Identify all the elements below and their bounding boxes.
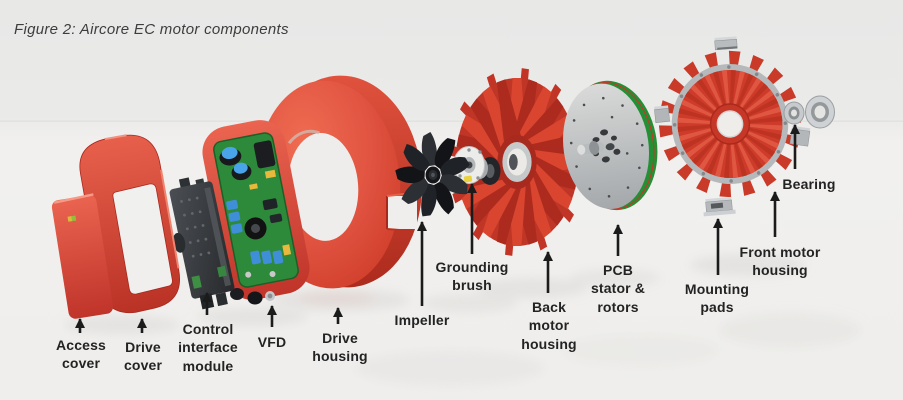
annotation-arrows — [75, 124, 800, 333]
front-motor-housing-part — [658, 50, 802, 198]
access-cover-part — [51, 193, 114, 319]
figure-caption: Figure 2: Aircore EC motor components — [14, 21, 289, 38]
back-motor-housing-part — [448, 68, 586, 256]
bearing-part — [783, 95, 835, 129]
control-interface-module-part — [169, 177, 235, 310]
label-impeller: Impeller — [394, 312, 450, 328]
backdrop-horizon-line — [0, 120, 903, 122]
pcb-stator-rotors-part — [563, 80, 658, 211]
label-access-cover: Access cover — [56, 337, 106, 372]
label-control-interface-module: Control interface module — [178, 321, 238, 374]
label-vfd: VFD — [257, 334, 287, 350]
label-back-motor-housing: Back motor housing — [521, 299, 577, 352]
label-drive-cover: Drive cover — [123, 339, 163, 374]
impeller-part — [393, 132, 472, 220]
label-front-motor-housing: Front motor housing — [739, 244, 821, 279]
label-bearing: Bearing — [782, 176, 836, 192]
mounting-pads-part — [654, 36, 811, 217]
label-pcb-stator-rotors: PCB stator & rotors — [590, 262, 646, 315]
label-drive-housing: Drive housing — [312, 330, 368, 365]
label-mounting-pads: Mounting pads — [684, 281, 750, 316]
label-grounding-brush: Grounding brush — [435, 259, 509, 294]
vfd-part — [202, 120, 310, 305]
